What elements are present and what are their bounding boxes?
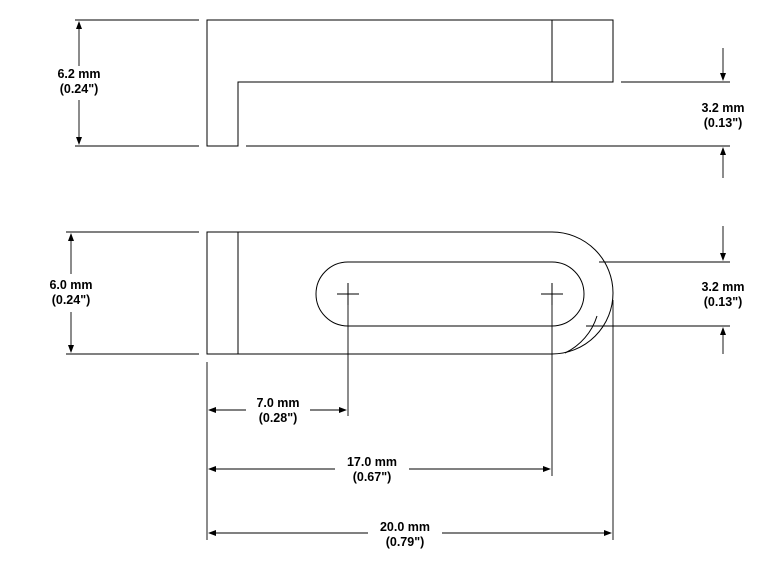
slot-width-dimension: 3.2 mm (0.13") [586,226,745,354]
dimension-label-metric: 7.0 mm [256,396,299,410]
dimension-label-imperial: (0.24") [60,82,99,96]
arrow-down-icon [720,73,726,81]
dimension-label-metric: 3.2 mm [701,280,744,294]
arrow-right-icon [604,530,612,536]
overall-length-dimension: 20.0 mm (0.79") [208,520,612,549]
dimension-label-imperial: (0.13") [704,295,743,309]
top-view-hidden-arc [564,315,598,354]
side-view [206,19,730,147]
arrow-right-icon [339,407,347,413]
slot-start-dimension: 7.0 mm (0.28") [208,396,347,425]
arrow-left-icon [208,407,216,413]
arrow-down-icon [720,253,726,261]
top-width-dimension: 6.0 mm (0.24") [49,231,199,355]
dimension-label-metric: 17.0 mm [347,455,397,469]
arrow-up-icon [720,147,726,155]
arrow-up-icon [720,327,726,335]
dimension-label-metric: 20.0 mm [380,520,430,534]
side-height-dimension: 6.2 mm (0.24") [57,19,199,147]
dimension-label-metric: 6.2 mm [57,67,100,81]
slot-end-dimension: 17.0 mm (0.67") [208,455,551,484]
arrow-down-icon [76,137,82,145]
top-view-outline [206,231,614,355]
dimension-label-imperial: (0.13") [704,116,743,130]
dimension-label-imperial: (0.28") [259,411,298,425]
side-view-outline [206,19,614,147]
slot-center-mark-left [337,283,359,305]
dimension-label-imperial: (0.24") [52,293,91,307]
slot-center-mark-right [541,283,563,305]
arrow-down-icon [68,345,74,353]
arrow-up-icon [68,233,74,241]
horizontal-extension-lines [206,300,614,540]
arrow-left-icon [208,530,216,536]
dimension-label-metric: 3.2 mm [701,101,744,115]
dimension-label-metric: 6.0 mm [49,278,92,292]
arrow-right-icon [543,466,551,472]
side-thickness-dimension: 3.2 mm (0.13") [621,48,745,178]
dimension-label-imperial: (0.67") [353,470,392,484]
arrow-left-icon [208,466,216,472]
dimension-label-imperial: (0.79") [386,535,425,549]
arrow-up-icon [76,21,82,29]
